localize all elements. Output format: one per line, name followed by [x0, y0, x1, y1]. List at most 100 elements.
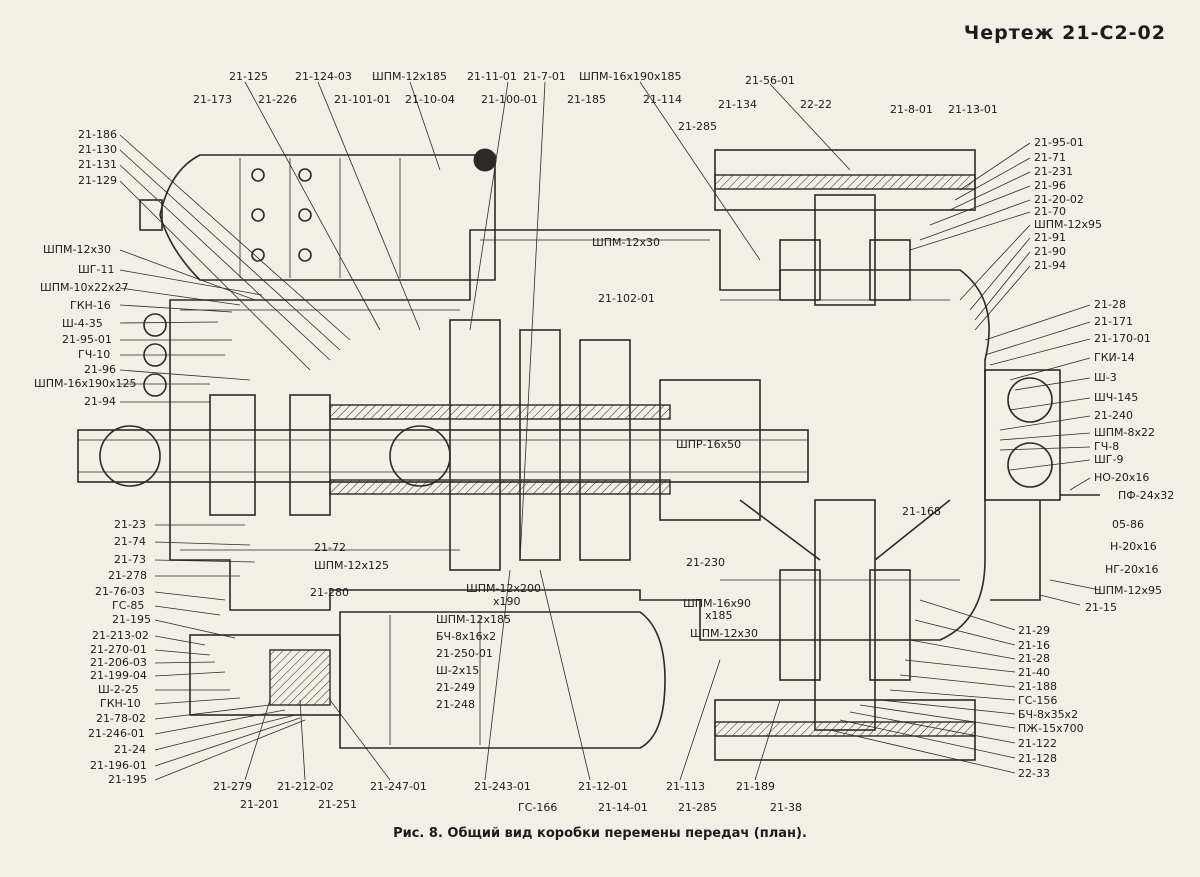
callout: 21-101-01 [334, 93, 391, 106]
callout: 21-185 [567, 93, 606, 106]
callout: 21-8-01 [890, 103, 933, 116]
callout: 21-15 [1085, 601, 1117, 614]
callout: 21-206-03 [90, 656, 147, 669]
callout: 21-226 [258, 93, 297, 106]
callout: 21-246-01 [88, 727, 145, 740]
callout: 21-249 [436, 681, 475, 694]
callout: 21-128 [1018, 752, 1057, 765]
callout: ШПМ-12x185 [436, 613, 511, 626]
callout: 21-278 [108, 569, 147, 582]
callout: ПЖ-15x700 [1018, 722, 1084, 735]
callout: ШПМ-16x190x125 [34, 377, 137, 390]
callout: ШПМ-12x185 [372, 70, 447, 83]
callout: 21-248 [436, 698, 475, 711]
callout: 21-212-02 [277, 780, 334, 793]
callout: 21-114 [643, 93, 682, 106]
callouts-top: 21-125 21-124-03 ШПМ-12x185 21-11-01 21-… [193, 70, 998, 133]
callout: 21-231 [1034, 165, 1073, 178]
callout: 21-94 [84, 395, 116, 408]
callout: 21-71 [1034, 151, 1066, 164]
callouts-right: 21-95-01 21-71 21-231 21-96 21-20-02 21-… [1018, 136, 1174, 780]
callout: ГКИ-14 [1094, 351, 1135, 364]
callout: 21-213-02 [92, 629, 149, 642]
drawing-number: Чертеж 21-С2-02 [963, 22, 1166, 44]
electric-motor-top [139, 148, 497, 281]
callout: 21-96 [1034, 179, 1066, 192]
callout: 21-251 [318, 798, 357, 811]
callout: ШГ-11 [78, 263, 114, 276]
callout: 21-10-04 [405, 93, 455, 106]
figure-caption: Рис. 8. Общий вид коробки перемены перед… [393, 826, 807, 841]
callout: ГС-156 [1018, 694, 1057, 707]
callout: 22-22 [800, 98, 832, 111]
callout: 21-70 [1034, 205, 1066, 218]
right-side-fittings [984, 369, 1100, 601]
top-right-gear-housing [714, 149, 976, 306]
callout: 21-113 [666, 780, 705, 793]
callout: ГЧ-8 [1094, 440, 1119, 453]
callout: 21-168 [902, 505, 941, 518]
callout: БЧ-8x16x2 [436, 630, 496, 643]
callout: 21-95-01 [62, 333, 112, 346]
callout: 21-7-01 [523, 70, 566, 83]
callout: 21-199-04 [90, 669, 147, 682]
callout: 21-78-02 [96, 712, 146, 725]
callout: 21-129 [78, 174, 117, 187]
callout: 21-95-01 [1034, 136, 1084, 149]
callout: 21-279 [213, 780, 252, 793]
callout: 21-73 [114, 553, 146, 566]
callouts-bottom: 21-279 21-212-02 21-247-01 21-201 21-251… [213, 780, 802, 814]
electric-motor-bottom [339, 611, 666, 749]
callout: ПФ-24x32 [1118, 489, 1174, 502]
callout: 21-170-01 [1094, 332, 1151, 345]
callout: 21-285 [678, 801, 717, 814]
leader-lines [119, 81, 1101, 781]
callouts-center: ШПМ-12x30 21-102-01 ШПР-16x50 21-168 21-… [310, 236, 941, 711]
callout: ГС-166 [518, 801, 557, 814]
callout: 21-280 [310, 586, 349, 599]
callout: ШПМ-12x200 [466, 582, 541, 595]
callout: x190 [493, 595, 521, 608]
callout: 21-94 [1034, 259, 1066, 272]
callout: 21-173 [193, 93, 232, 106]
callout: ШПМ-12x30 [592, 236, 660, 249]
callout: Ш-4-35 [62, 317, 103, 330]
callout: 21-240 [1094, 409, 1133, 422]
callout: 21-196-01 [90, 759, 147, 772]
callout: 21-12-01 [578, 780, 628, 793]
callout: 21-28 [1018, 652, 1050, 665]
callout: Ш-2-25 [98, 683, 139, 696]
vertical-output-shaft [739, 499, 951, 731]
callout: 21-38 [770, 801, 802, 814]
callout: 05-86 [1112, 518, 1144, 531]
callout: ШПМ-12x95 [1034, 218, 1102, 231]
main-shaft [77, 319, 809, 571]
callout: 21-125 [229, 70, 268, 83]
callout: 21-243-01 [474, 780, 531, 793]
callout: 21-20-02 [1034, 193, 1084, 206]
callout: ШПМ-8x22 [1094, 426, 1155, 439]
callout: 21-74 [114, 535, 146, 548]
callout: 21-247-01 [370, 780, 427, 793]
callout: ШГ-9 [1094, 453, 1123, 466]
callout: ГС-85 [112, 599, 144, 612]
callout: Ш-2x15 [436, 664, 479, 677]
callout: 21-189 [736, 780, 775, 793]
callout: ШПМ-10x22x27 [40, 281, 129, 294]
callout: 21-28 [1094, 298, 1126, 311]
callout: НО-20x16 [1094, 471, 1149, 484]
callout: ШПМ-12x95 [1094, 584, 1162, 597]
callout: 21-23 [114, 518, 146, 531]
callout: Н-20x16 [1110, 540, 1157, 553]
callout: 21-124-03 [295, 70, 352, 83]
callout: ШПМ-16x190x185 [579, 70, 682, 83]
callout: ГКН-16 [70, 299, 111, 312]
callout: 21-201 [240, 798, 279, 811]
callout: ШПМ-12x30 [690, 627, 758, 640]
callout: БЧ-8x35x2 [1018, 708, 1078, 721]
callout: 21-13-01 [948, 103, 998, 116]
callout: НГ-20x16 [1105, 563, 1158, 576]
callout: ГЧ-10 [78, 348, 110, 361]
callout: 21-96 [84, 363, 116, 376]
